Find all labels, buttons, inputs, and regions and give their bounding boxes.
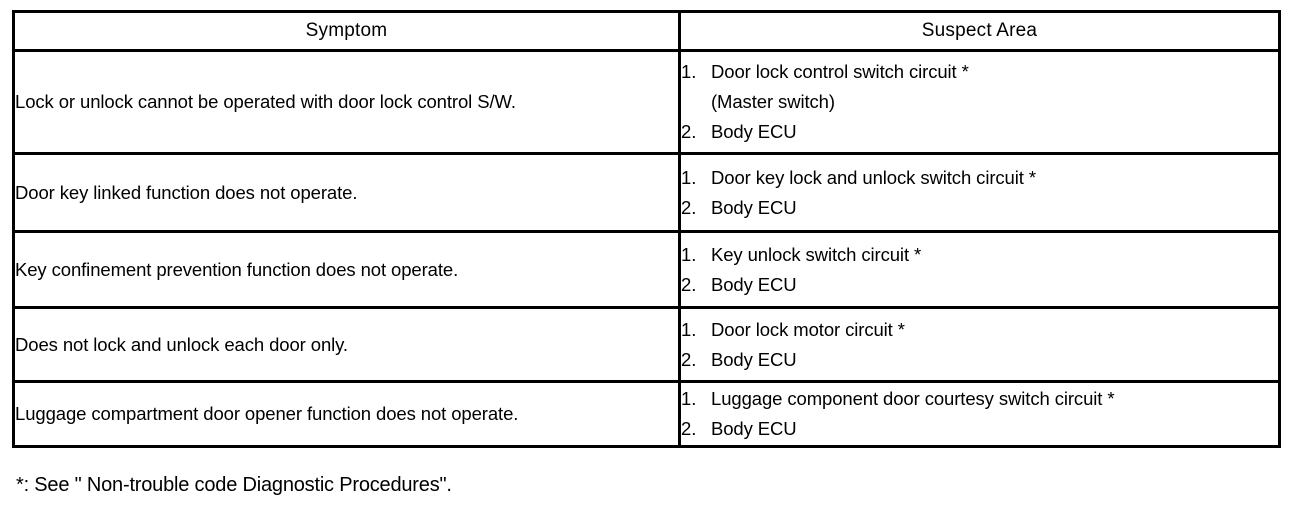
list-item: 2. Body ECU	[681, 270, 1278, 300]
list-item: 1. Luggage component door courtesy switc…	[681, 384, 1278, 414]
list-item-number: 2.	[681, 273, 697, 295]
list-item: 2. Body ECU	[681, 414, 1278, 444]
symptom-cell: Does not lock and unlock each door only.	[12, 306, 681, 383]
list-item-number: 1.	[681, 61, 697, 83]
symptom-cell: Lock or unlock cannot be operated with d…	[12, 49, 681, 155]
suspect-area-cell: 1. Door lock motor circuit * 2. Body ECU	[678, 306, 1281, 383]
suspect-area-list: 1. Door key lock and unlock switch circu…	[681, 163, 1278, 223]
list-item-number: 1.	[681, 243, 697, 265]
list-item-text: Body ECU	[711, 120, 797, 142]
list-item-text: Door lock control switch circuit *	[711, 61, 969, 83]
suspect-area-cell: 1. Door lock control switch circuit * (M…	[678, 49, 1281, 155]
column-header-suspect-area: Suspect Area	[678, 10, 1281, 52]
list-item-number: 1.	[681, 318, 697, 340]
list-item: 2. Body ECU	[681, 193, 1278, 223]
list-item: 2. Body ECU	[681, 345, 1278, 375]
list-item: 1. Door key lock and unlock switch circu…	[681, 163, 1278, 193]
suspect-area-list: 1. Door lock control switch circuit * (M…	[681, 57, 1278, 147]
list-item-text: Key unlock switch circuit *	[711, 243, 922, 265]
suspect-area-cell: 1. Luggage component door courtesy switc…	[678, 380, 1281, 448]
list-item-number: 1.	[681, 388, 697, 410]
suspect-area-cell: 1. Key unlock switch circuit * 2. Body E…	[678, 230, 1281, 309]
list-item-number: 1.	[681, 166, 697, 188]
table-row: Does not lock and unlock each door only.…	[12, 306, 1281, 383]
list-item-text: Door key lock and unlock switch circuit …	[711, 166, 1036, 188]
list-item-number: 2.	[681, 418, 697, 439]
table-header: Symptom Suspect Area	[12, 10, 1281, 52]
list-item-text: Body ECU	[711, 196, 797, 218]
table-row: Key confinement prevention function does…	[12, 230, 1281, 309]
table-row: Lock or unlock cannot be operated with d…	[12, 49, 1281, 155]
symptom-cell: Key confinement prevention function does…	[12, 230, 681, 309]
list-item: 1. Door lock motor circuit *	[681, 315, 1278, 345]
symptom-suspect-table: Symptom Suspect Area Lock or unlock cann…	[12, 10, 1281, 448]
table-header-row: Symptom Suspect Area	[12, 10, 1281, 52]
list-item-text: (Master switch)	[711, 91, 835, 113]
symptom-cell: Luggage compartment door opener function…	[12, 380, 681, 448]
column-header-symptom: Symptom	[12, 10, 681, 52]
list-item-text: Door lock motor circuit *	[711, 318, 905, 340]
list-item-number: 2.	[681, 348, 697, 370]
list-item-text: Body ECU	[711, 348, 797, 370]
suspect-area-list: 1. Door lock motor circuit * 2. Body ECU	[681, 315, 1278, 375]
list-item: 2. Body ECU	[681, 117, 1278, 147]
suspect-area-cell: 1. Door key lock and unlock switch circu…	[678, 152, 1281, 233]
suspect-area-list: 1. Key unlock switch circuit * 2. Body E…	[681, 240, 1278, 300]
list-item-number: 2.	[681, 196, 697, 218]
symptom-cell: Door key linked function does not operat…	[12, 152, 681, 233]
list-item-number: 2.	[681, 120, 697, 142]
list-item-continuation: (Master switch)	[681, 87, 1278, 117]
table-row: Luggage compartment door opener function…	[12, 380, 1281, 448]
footnote-text: *: See " Non-trouble code Diagnostic Pro…	[16, 474, 452, 496]
list-item: 1. Key unlock switch circuit *	[681, 240, 1278, 270]
list-item-text: Luggage component door courtesy switch c…	[711, 388, 1115, 410]
list-item-text: Body ECU	[711, 418, 797, 439]
table-body: Lock or unlock cannot be operated with d…	[12, 49, 1281, 448]
table-row: Door key linked function does not operat…	[12, 152, 1281, 233]
list-item-text: Body ECU	[711, 273, 797, 295]
suspect-area-list: 1. Luggage component door courtesy switc…	[681, 384, 1278, 444]
list-item: 1. Door lock control switch circuit *	[681, 57, 1278, 87]
